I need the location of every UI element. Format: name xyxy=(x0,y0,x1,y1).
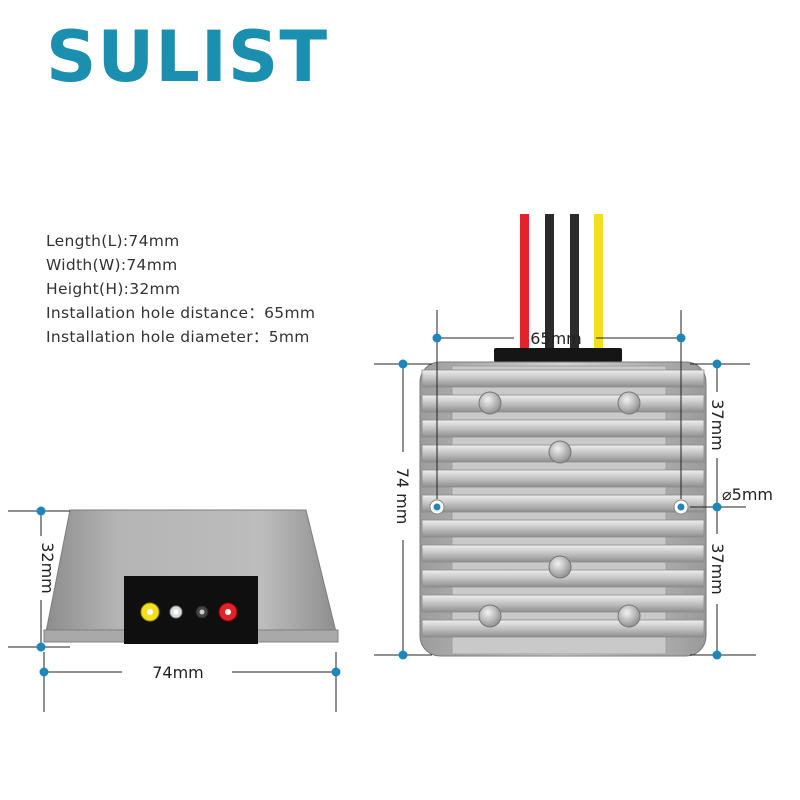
lower-offset-label: 37mm xyxy=(708,543,727,595)
spec-width: Width(W):74mm xyxy=(46,256,178,274)
dimension-marker xyxy=(398,359,408,369)
dimension-marker xyxy=(36,642,46,652)
side-width-dimension xyxy=(43,652,337,712)
side-view: 32mm 74mm xyxy=(8,506,341,712)
dimension-marker xyxy=(36,506,46,516)
dimension-marker xyxy=(712,502,722,512)
spec-height: Height(H):32mm xyxy=(46,280,181,298)
dimension-marker xyxy=(331,667,341,677)
upper-offset-label: 37mm xyxy=(708,399,727,451)
top-view: 65mm 74 mm 37mm 37mm ⌀5mm xyxy=(374,214,773,660)
spec-hole-distance: Installation hole distance：65mm xyxy=(46,304,316,322)
dimension-marker xyxy=(712,359,722,369)
spec-length: Length(L):74mm xyxy=(46,232,180,250)
wire-red xyxy=(520,214,529,358)
dimension-marker xyxy=(677,503,685,511)
side-height-label: 32mm xyxy=(38,542,57,594)
dimension-marker xyxy=(432,333,442,343)
hole-distance-label: 65mm xyxy=(530,329,582,348)
wire-black xyxy=(545,214,554,358)
dimension-marker xyxy=(398,650,408,660)
brand-logo: SULIST xyxy=(46,16,329,98)
dimension-marker xyxy=(433,503,441,511)
red-terminal xyxy=(218,602,238,622)
black-terminal xyxy=(195,605,209,619)
yellow-terminal xyxy=(140,602,160,622)
side-width-label: 74mm xyxy=(152,663,204,682)
length-label: 74 mm xyxy=(393,468,412,525)
wire-black xyxy=(570,214,579,358)
heatsink-fins xyxy=(421,369,705,638)
offset-dimensions xyxy=(690,363,756,656)
hole-diameter-label: ⌀5mm xyxy=(722,485,773,504)
wire-yellow xyxy=(594,214,603,358)
housing-screws xyxy=(478,391,641,628)
dimension-marker xyxy=(676,333,686,343)
dimension-marker xyxy=(712,650,722,660)
wire-grommet xyxy=(494,348,622,362)
spec-list: Length(L):74mm Width(W):74mm Height(H):3… xyxy=(46,229,315,349)
white-terminal xyxy=(169,605,183,619)
spec-hole-diameter: Installation hole diameter：5mm xyxy=(46,328,310,346)
dimension-marker xyxy=(39,667,49,677)
